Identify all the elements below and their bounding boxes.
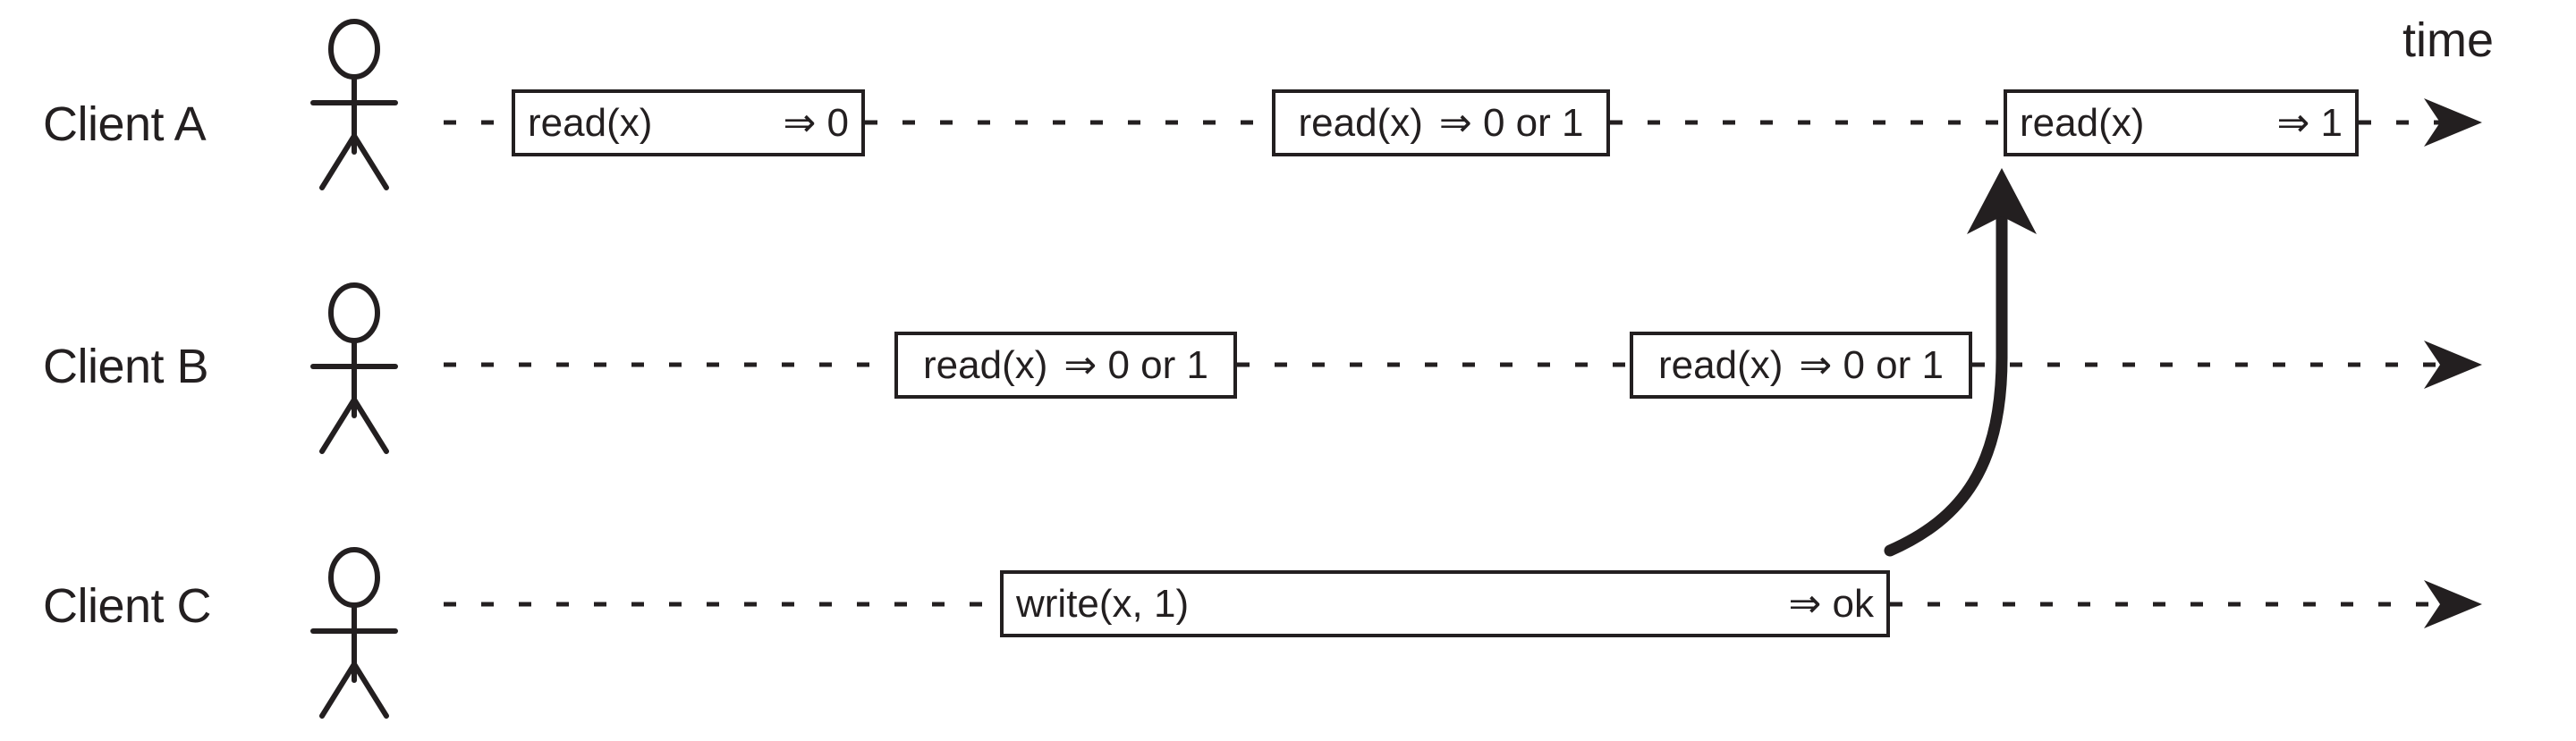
time-axis-label: time [2402,13,2495,67]
timeline-arrowhead-client-c [2424,580,2482,628]
operation-box-a-read-0-or-1[interactable]: read(x) ⇒ 0 or 1 [1272,89,1610,156]
operation-box-a-read-1[interactable]: read(x) ⇒ 1 [2004,89,2359,156]
stick-figure-client-c [310,547,398,719]
lane-label-client-b: Client B [43,340,209,393]
operation-call-label: read(x) [528,100,653,145]
operation-call-label: read(x) [2020,100,2145,145]
operation-result-label: ⇒ ok [1788,581,1874,626]
operation-call-label: read(x) [1298,100,1423,145]
operation-call-label: read(x) [923,342,1048,387]
operation-call-label: read(x) [1658,342,1784,387]
operation-box-b-read-1[interactable]: read(x) ⇒ 0 or 1 [894,332,1237,399]
operation-box-a-read-0[interactable]: read(x) ⇒ 0 [512,89,865,156]
stick-figure-client-b [310,282,398,454]
timeline-arrowhead-client-b [2424,341,2482,389]
operation-result-label: ⇒ 1 [2276,100,2343,145]
operation-result-label: ⇒ 0 [783,100,849,145]
operation-result-label: ⇒ 0 or 1 [1799,342,1944,387]
operation-result-label: ⇒ 0 or 1 [1438,100,1584,145]
lane-label-client-c: Client C [43,579,212,633]
operation-box-c-write[interactable]: write(x, 1) ⇒ ok [1000,570,1890,637]
causal-arrow [1884,168,2037,557]
stick-figure-client-a [310,19,398,190]
timeline-arrowhead-client-a [2424,98,2482,147]
lane-label-client-a: Client A [43,97,207,151]
operation-call-label: write(x, 1) [1016,581,1190,626]
operation-box-b-read-2[interactable]: read(x) ⇒ 0 or 1 [1630,332,1972,399]
operation-result-label: ⇒ 0 or 1 [1063,342,1208,387]
